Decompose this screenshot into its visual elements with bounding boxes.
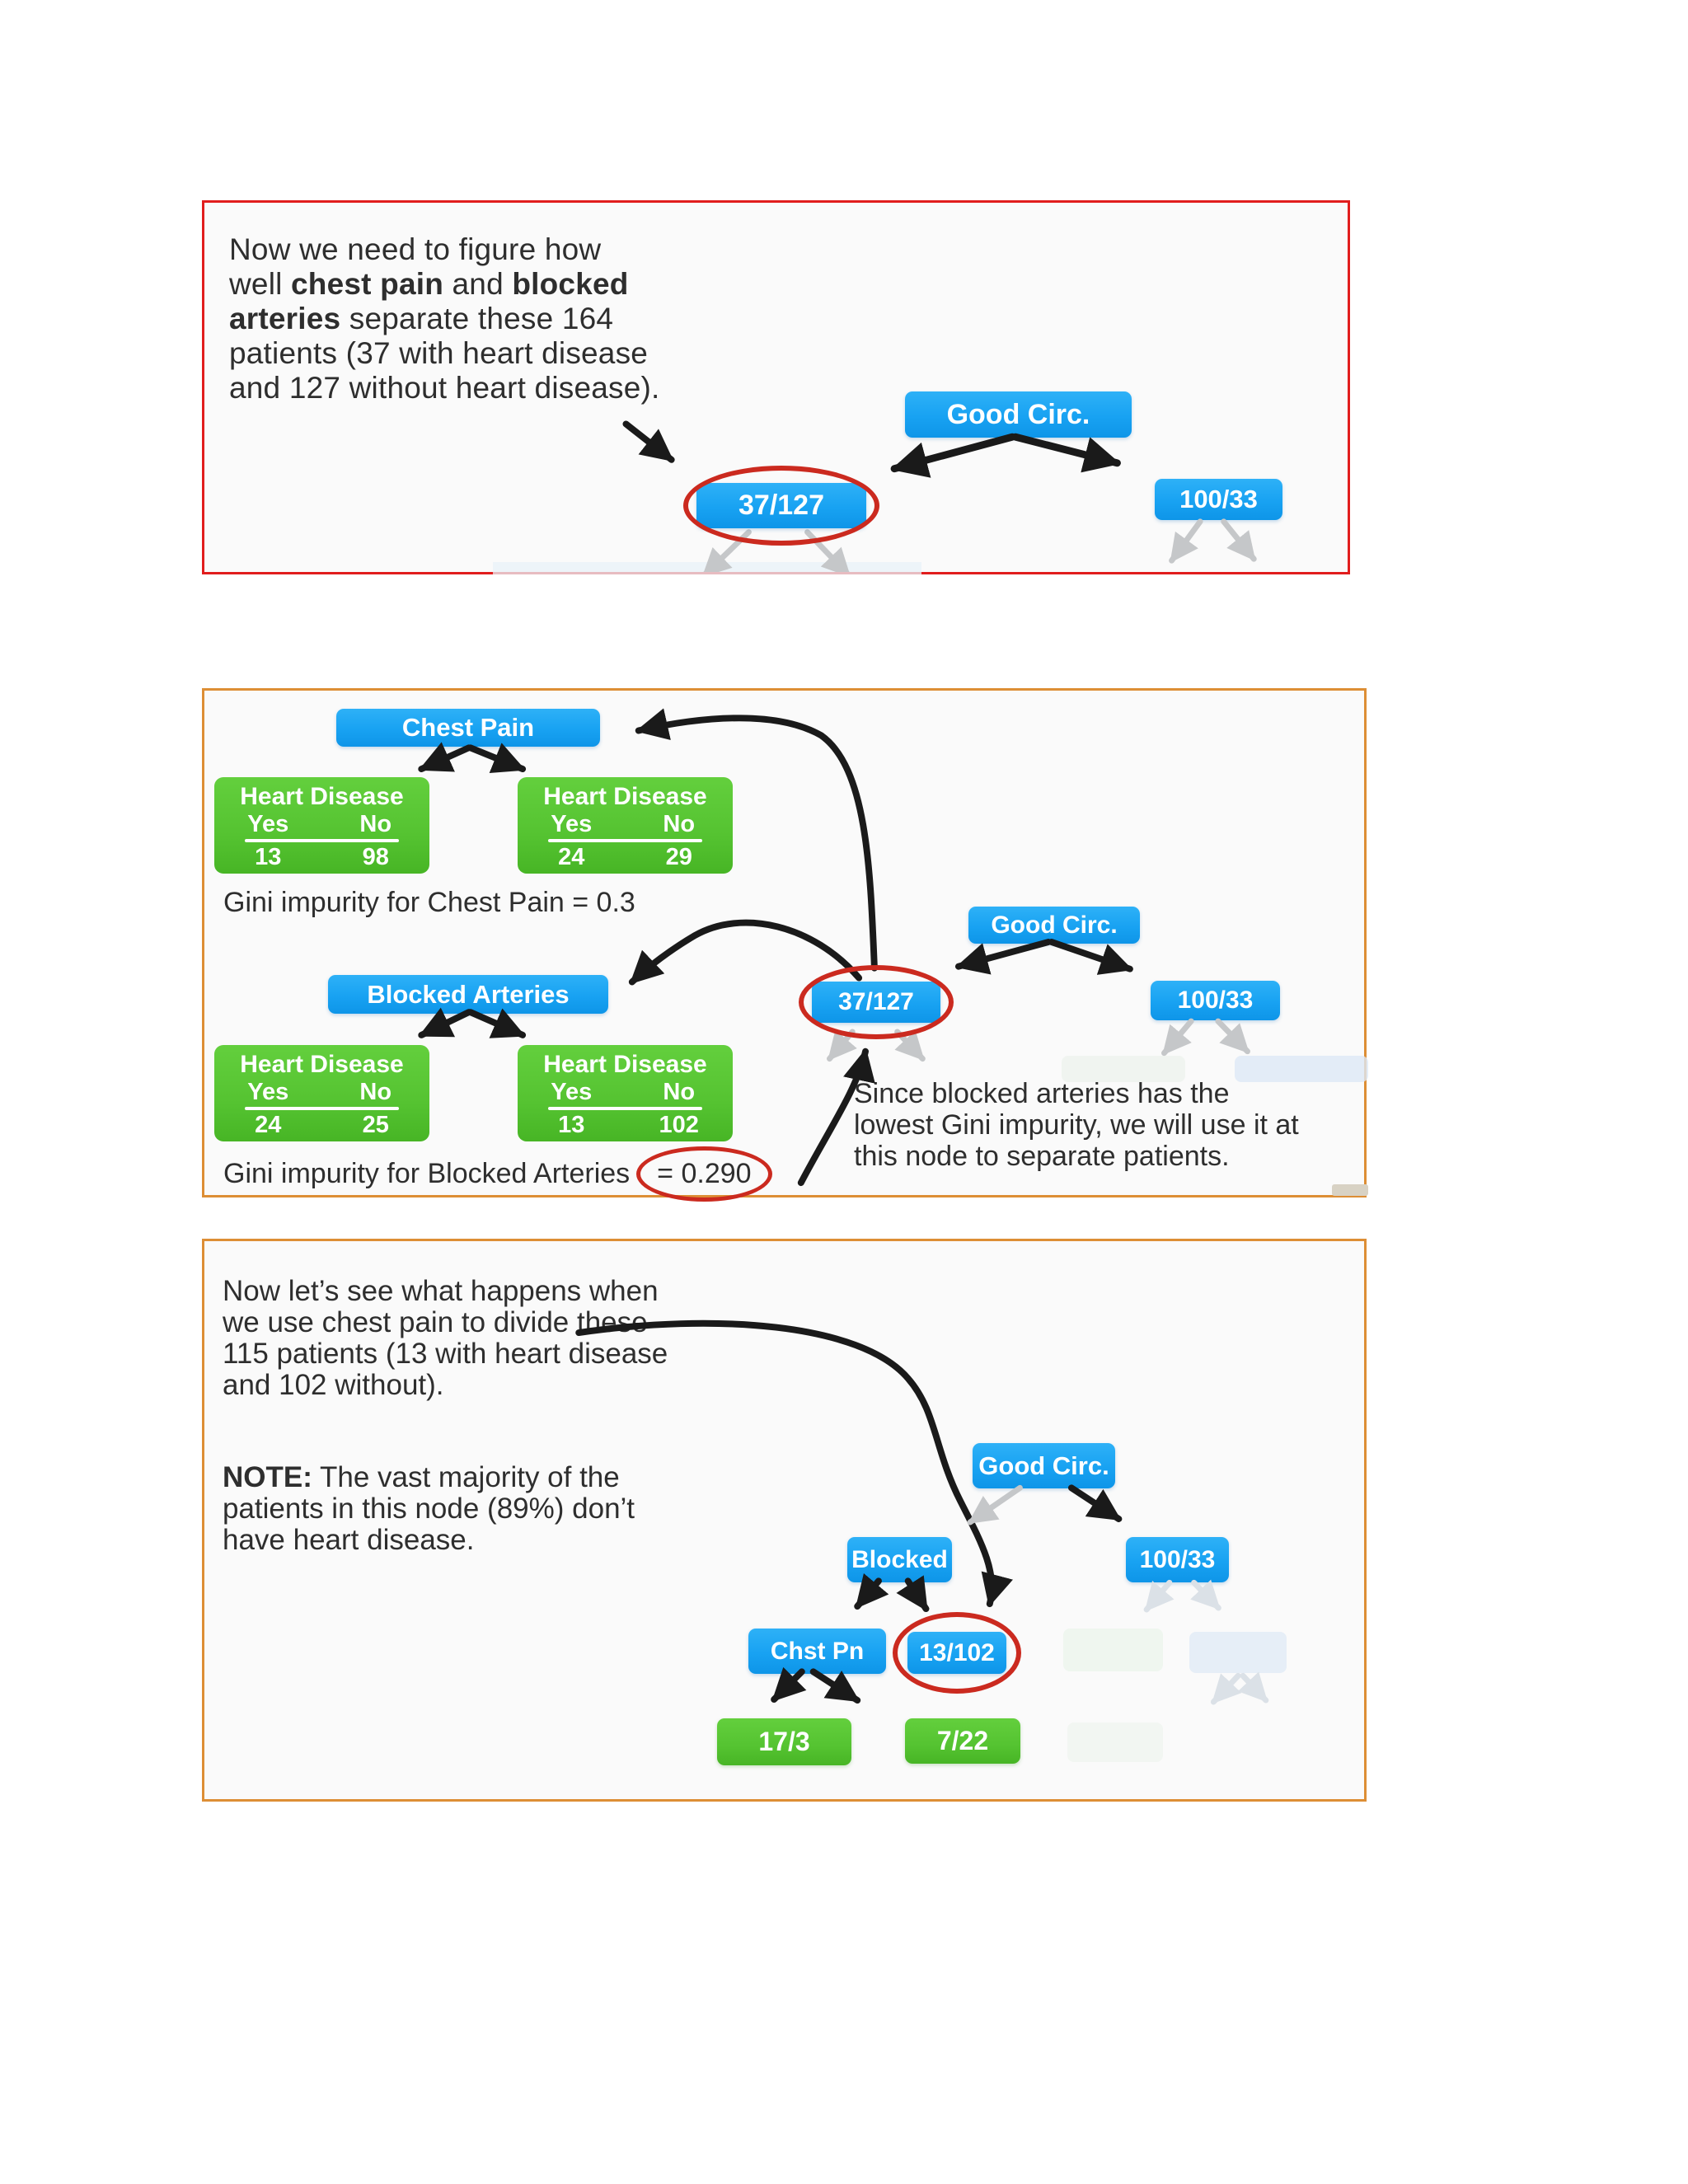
- table-divider: [547, 1107, 703, 1110]
- faded-next-node: [1235, 1056, 1368, 1082]
- faded-next-node: [1067, 1722, 1163, 1762]
- yes-col-label: Yes: [551, 1079, 593, 1105]
- no-col-label: No: [359, 1079, 392, 1105]
- table-header: Heart Disease: [543, 783, 707, 810]
- no-col-label: No: [359, 811, 392, 837]
- pointer-arrow: [622, 420, 675, 463]
- no-value: 25: [362, 1112, 389, 1138]
- no-value: 102: [659, 1112, 699, 1138]
- panel-gini-comparison: Chest Pain Heart Disease Yes No 13 98 He…: [202, 688, 1368, 1202]
- node-100-33: 100/33: [1155, 479, 1282, 520]
- table-header: Heart Disease: [240, 1051, 404, 1078]
- video-scrubber-fragment: [1332, 1184, 1368, 1196]
- heart-disease-table-chest-right: Heart Disease Yes No 24 29: [518, 777, 733, 874]
- node-chest-pain: Chest Pain: [336, 709, 600, 747]
- heart-disease-table-blocked-right: Heart Disease Yes No 13 102: [518, 1045, 733, 1141]
- gini-blocked-value-circled: = 0.290: [636, 1146, 772, 1202]
- table-divider: [244, 839, 400, 842]
- faded-next-node: [1062, 1056, 1185, 1082]
- yes-value: 13: [255, 844, 282, 870]
- faded-next-node: [1063, 1629, 1163, 1671]
- node-100-33: 100/33: [1126, 1537, 1229, 1582]
- table-divider: [547, 839, 703, 842]
- no-col-label: No: [663, 811, 696, 837]
- gini-blocked-prefix: Gini impurity for Blocked Arteries: [223, 1158, 631, 1189]
- node-chst-pn: Chst Pn: [748, 1629, 886, 1674]
- yes-col-label: Yes: [551, 811, 593, 837]
- yes-value: 24: [255, 1112, 282, 1138]
- faded-next-node: [1189, 1632, 1287, 1673]
- table-header: Heart Disease: [543, 1051, 707, 1078]
- gray-tree-arrow: [967, 1484, 1023, 1526]
- node-blocked: Blocked: [847, 1537, 952, 1582]
- gini-chest-pain-text: Gini impurity for Chest Pain = 0.3: [223, 887, 635, 918]
- no-col-label: No: [663, 1079, 696, 1105]
- yes-value: 24: [558, 844, 585, 870]
- node-good-circ: Good Circ.: [905, 391, 1132, 438]
- no-value: 98: [362, 844, 389, 870]
- node-blocked-arteries: Blocked Arteries: [328, 975, 608, 1014]
- yes-col-label: Yes: [247, 811, 289, 837]
- heart-disease-table-blocked-left: Heart Disease Yes No 24 25: [214, 1045, 429, 1141]
- leaf-17-3: 17/3: [717, 1718, 851, 1765]
- node-good-circ: Good Circ.: [973, 1443, 1115, 1488]
- table-header: Heart Disease: [240, 783, 404, 810]
- no-value: 29: [665, 844, 692, 870]
- node-13-102-circled: 13/102: [893, 1612, 1021, 1694]
- yes-col-label: Yes: [247, 1079, 289, 1105]
- root-child-arrows: [890, 433, 1121, 478]
- leaf-7-22: 7/22: [905, 1718, 1020, 1764]
- node-37-127-circled: 37/127: [799, 965, 954, 1039]
- node-good-circ: Good Circ.: [968, 907, 1140, 944]
- gini-blocked-arteries-text: Gini impurity for Blocked Arteries = 0.2…: [223, 1146, 772, 1202]
- table-divider: [244, 1107, 400, 1110]
- node-100-33: 100/33: [1151, 981, 1280, 1020]
- heart-disease-table-chest-left: Heart Disease Yes No 13 98: [214, 777, 429, 874]
- yes-value: 13: [558, 1112, 585, 1138]
- node-37-127-circled: 37/127: [683, 466, 879, 546]
- faded-next-level-band: [493, 562, 921, 574]
